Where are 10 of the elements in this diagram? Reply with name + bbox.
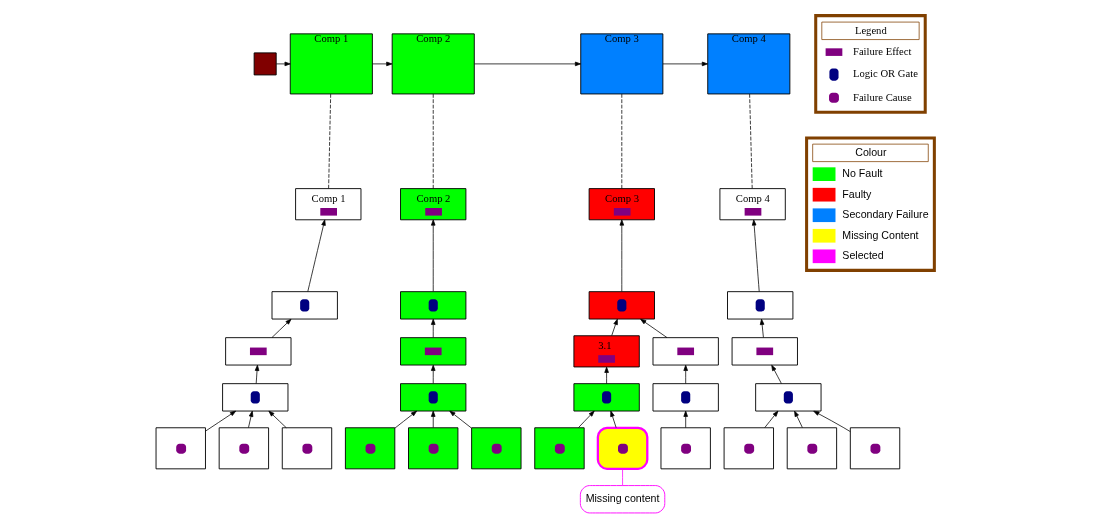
legend-label: No Fault bbox=[842, 166, 883, 179]
legend-label: Failure Cause bbox=[852, 91, 912, 103]
legend-label: Secondary Failure bbox=[842, 208, 929, 221]
label: Colour bbox=[855, 145, 887, 158]
legend-label: Failure Effect bbox=[852, 45, 912, 57]
legend-label: Faulty bbox=[842, 187, 872, 200]
legend-label: Missing Content bbox=[842, 228, 919, 241]
legend-label: Logic OR Gate bbox=[852, 68, 918, 80]
legend-label: Selected bbox=[842, 249, 884, 262]
label: Legend bbox=[854, 24, 887, 36]
